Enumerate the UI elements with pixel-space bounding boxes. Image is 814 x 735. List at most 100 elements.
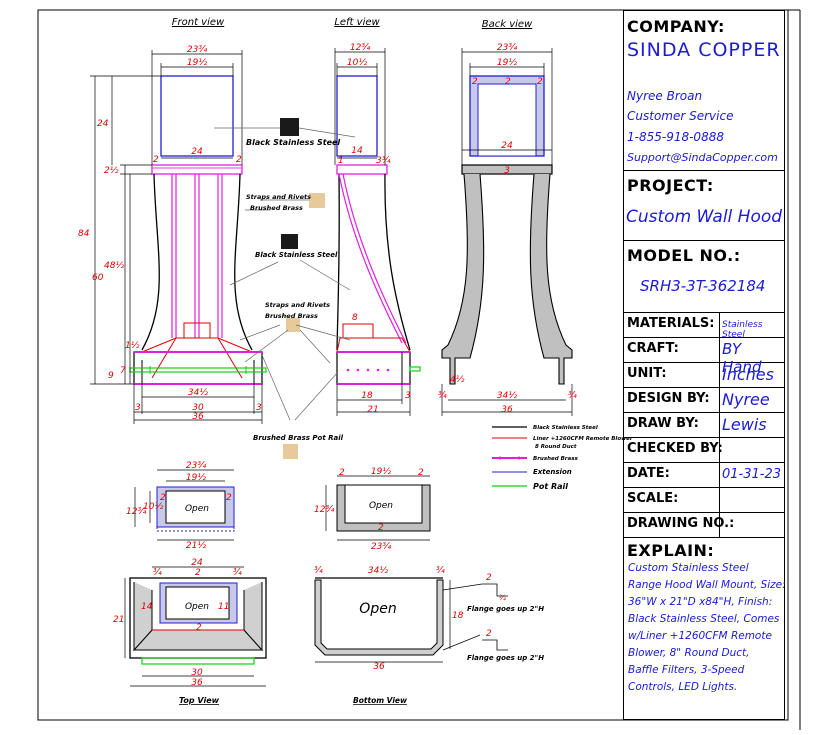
dim: ¾	[438, 391, 447, 401]
legend-brass: Brushed Brass	[533, 456, 578, 462]
dim: 2	[378, 523, 384, 533]
field-key: DRAW BY:	[627, 416, 699, 431]
company-label: COMPANY:	[627, 17, 725, 36]
legend-extension: Extension	[533, 468, 572, 476]
dim: 9	[108, 371, 114, 381]
field-value: Stainless Steel	[722, 320, 763, 340]
dim: 84	[78, 229, 90, 239]
explain-line: Black Stainless Steel, Comes	[628, 613, 780, 625]
dim: 30	[191, 668, 203, 678]
field-materials: MATERIALS:Stainless Steel	[624, 313, 784, 340]
dim: 10½	[143, 502, 163, 512]
field-key: DATE:	[627, 466, 670, 481]
field-draw-by: DRAW BY: Lewis	[624, 413, 784, 438]
dim: 2	[505, 77, 511, 87]
dim: 12¾	[126, 507, 146, 517]
field-drawing-no: DRAWING NO.:	[624, 513, 784, 538]
field-value: Nyree	[722, 390, 770, 409]
dim: 2	[153, 155, 159, 165]
dim: 34½	[188, 388, 208, 398]
field-scale: SCALE:	[624, 488, 784, 513]
dim: 2	[418, 468, 424, 478]
left-dimensions: 12¾ 10½ 14 1 3¾ 8 18 3 21	[338, 43, 411, 415]
dim: 21½	[186, 541, 206, 551]
open-label: Open	[359, 601, 396, 617]
dim: ¾	[233, 568, 242, 578]
dim: 12¾	[350, 43, 370, 53]
dim: 2	[486, 573, 492, 583]
company-section: COMPANY: SINDA COPPER Nyree Broan Custom…	[624, 11, 784, 171]
dim: 24	[97, 119, 109, 129]
dim: 60	[92, 273, 104, 283]
dim: 23¾	[186, 461, 206, 471]
title-block: COMPANY: SINDA COPPER Nyree Broan Custom…	[623, 10, 786, 720]
callout-black-ss-2: Black Stainless Steel	[255, 251, 338, 259]
dim: 14	[141, 602, 153, 612]
dim: 23¾	[187, 45, 207, 55]
field-unit: UNIT:Inches	[624, 363, 784, 388]
top-view: Open 24 ¾ 2 ¾ 14 11 21 2 30 36 Top View	[113, 558, 267, 705]
field-key: CRAFT:	[627, 341, 679, 356]
legend-pot-rail: Pot Rail	[533, 482, 568, 491]
legend-liner: Liner +1260CFM Remote Blower	[533, 436, 633, 442]
front-view-title: Front view	[172, 17, 225, 28]
dim: 12¾	[314, 505, 334, 515]
dim: 18	[452, 611, 464, 621]
legend: Black Stainless Steel Liner +1260CFM Rem…	[492, 425, 633, 491]
dim: 36	[192, 412, 204, 422]
callout-straps-2b: Brushed Brass	[265, 312, 318, 320]
field-key: DESIGN BY:	[627, 391, 710, 406]
dim: 2	[339, 468, 345, 478]
dim: ¾	[436, 566, 445, 576]
project-value: Custom Wall Hood	[626, 207, 783, 227]
contact-email: Support@SindaCopper.com	[627, 151, 778, 164]
field-key: DRAWING NO.:	[627, 516, 735, 531]
dim: 23¾	[371, 542, 391, 552]
dim: ¾	[568, 391, 577, 401]
dim: 24	[191, 558, 203, 568]
dim: 2	[537, 77, 543, 87]
dim: 3	[256, 403, 262, 413]
callouts: Black Stainless Steel Straps and Rivets …	[214, 118, 356, 459]
model-label: MODEL NO.:	[627, 246, 741, 265]
field-craft: CRAFT:BY Hand	[624, 338, 784, 376]
dim: 3	[405, 391, 411, 401]
flange-note-2: Flange goes up 2"H	[467, 654, 544, 662]
field-checked-by: CHECKED BY:	[624, 438, 784, 463]
field-value: Lewis	[722, 415, 767, 434]
dim: 24	[191, 147, 203, 157]
legend-black-ss: Black Stainless Steel	[533, 425, 598, 431]
explain-line: Range Hood Wall Mount, Size:	[628, 579, 786, 591]
project-label: PROJECT:	[627, 176, 714, 195]
contact-phone: 1-855-918-0888	[627, 130, 724, 144]
back-view-title: Back view	[482, 19, 533, 30]
explain-label: EXPLAIN:	[627, 541, 715, 560]
extension-section-view: Open 2 19½ 2 12¾ 2 23¾	[314, 467, 431, 552]
dim: 19½	[186, 473, 206, 483]
extension-top-view: Open 23¾ 19½ 12¾ 10½ 2 2 21½	[126, 461, 235, 551]
bottom-view: Open ¾ 34½ ¾ 18 36 2 2 ¾ Flange goes up …	[314, 566, 544, 705]
field-value: 01-31-23	[722, 467, 782, 482]
explain-line: Controls, LED Lights.	[628, 681, 738, 693]
dim: 18	[361, 391, 373, 401]
dim: 19½	[497, 58, 517, 68]
dim: 2½	[104, 166, 119, 176]
company-name: SINDA COPPER	[627, 39, 781, 61]
field-key: UNIT:	[627, 366, 667, 381]
contact-name: Nyree Broan	[627, 89, 703, 103]
back-view	[441, 48, 573, 416]
field-date: DATE: 01-31-23	[624, 463, 784, 488]
explain-line: 36"W x 21"D x84"H, Finish:	[628, 596, 773, 608]
open-label: Open	[185, 602, 209, 612]
dim: 2	[196, 623, 202, 633]
sheet-border	[37, 9, 789, 721]
explain-line: w/Liner +1260CFM Remote	[628, 630, 772, 642]
dim: 30	[192, 403, 204, 413]
bottom-view-title: Bottom View	[353, 696, 407, 705]
model-section: MODEL NO.: SRH3-3T-362184	[624, 241, 784, 313]
dim: 2	[160, 493, 166, 503]
dim: 34½	[497, 391, 517, 401]
dim: 11	[218, 602, 229, 612]
callout-pot-rail: Brushed Brass Pot Rail	[253, 434, 344, 442]
callout-black-ss-1: Black Stainless Steel	[246, 138, 340, 147]
